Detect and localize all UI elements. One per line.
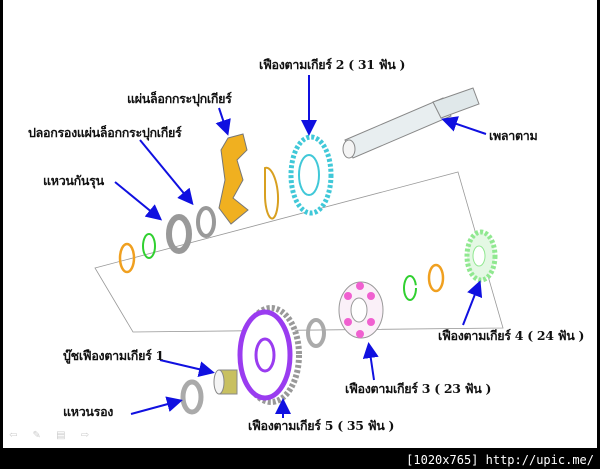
label-washer: แหวนรอง — [63, 404, 114, 419]
thrust-washer — [166, 214, 192, 254]
gear-5 — [237, 305, 302, 405]
washer — [180, 379, 204, 415]
assembly-outline — [94, 171, 504, 333]
label-gear-3: เฟืองตามเกียร์ 3 ( 23 ฟัน ) — [345, 381, 492, 396]
watermark: [1020x765] http://upic.me/ — [406, 453, 594, 467]
label-gear-5: เฟืองตามเกียร์ 5 ( 35 ฟัน ) — [248, 418, 395, 433]
label-gear-4: เฟืองตามเกียร์ 4 ( 24 ฟัน ) — [438, 328, 585, 343]
label-lock-plate: แผ่นล็อกกระปุกเกียร์ — [127, 91, 232, 106]
collar — [196, 206, 216, 238]
label-lock-plate-collar: ปลอกรองแผ่นล็อกกระปุกเกียร์ — [28, 125, 182, 140]
gear-3 — [338, 281, 384, 339]
gear-2 — [288, 134, 334, 216]
countershaft — [342, 87, 480, 159]
diagram-canvas: เฟืองตามเกียร์ 2 ( 31 ฟัน ) แผ่นล็อกกระป… — [3, 0, 597, 448]
label-gear-2: เฟืองตามเกียร์ 2 ( 31 ฟัน ) — [259, 57, 406, 72]
label-gear-1-bushing: บู๊ชเฟืองตามเกียร์ 1 — [63, 348, 164, 363]
callout-arrows — [114, 75, 487, 418]
snap-ring-orange-left — [118, 242, 136, 274]
label-countershaft: เพลาตาม — [489, 128, 538, 143]
gear-4 — [464, 229, 498, 283]
slide-nav-icons[interactable]: ⇦ ✎ ▤ ⇨ — [9, 430, 96, 441]
label-thrust-washer: แหวนกันรุน — [43, 173, 104, 188]
snap-ring-green-right — [403, 275, 417, 301]
exploded-gearbox-diagram — [94, 75, 504, 418]
spring-clip — [264, 166, 279, 220]
lock-plate — [218, 133, 249, 225]
snap-ring-green-left — [142, 233, 156, 259]
snap-ring-orange-right — [427, 263, 445, 293]
gear-1-bushing — [213, 369, 238, 395]
washer-mid — [306, 318, 326, 348]
